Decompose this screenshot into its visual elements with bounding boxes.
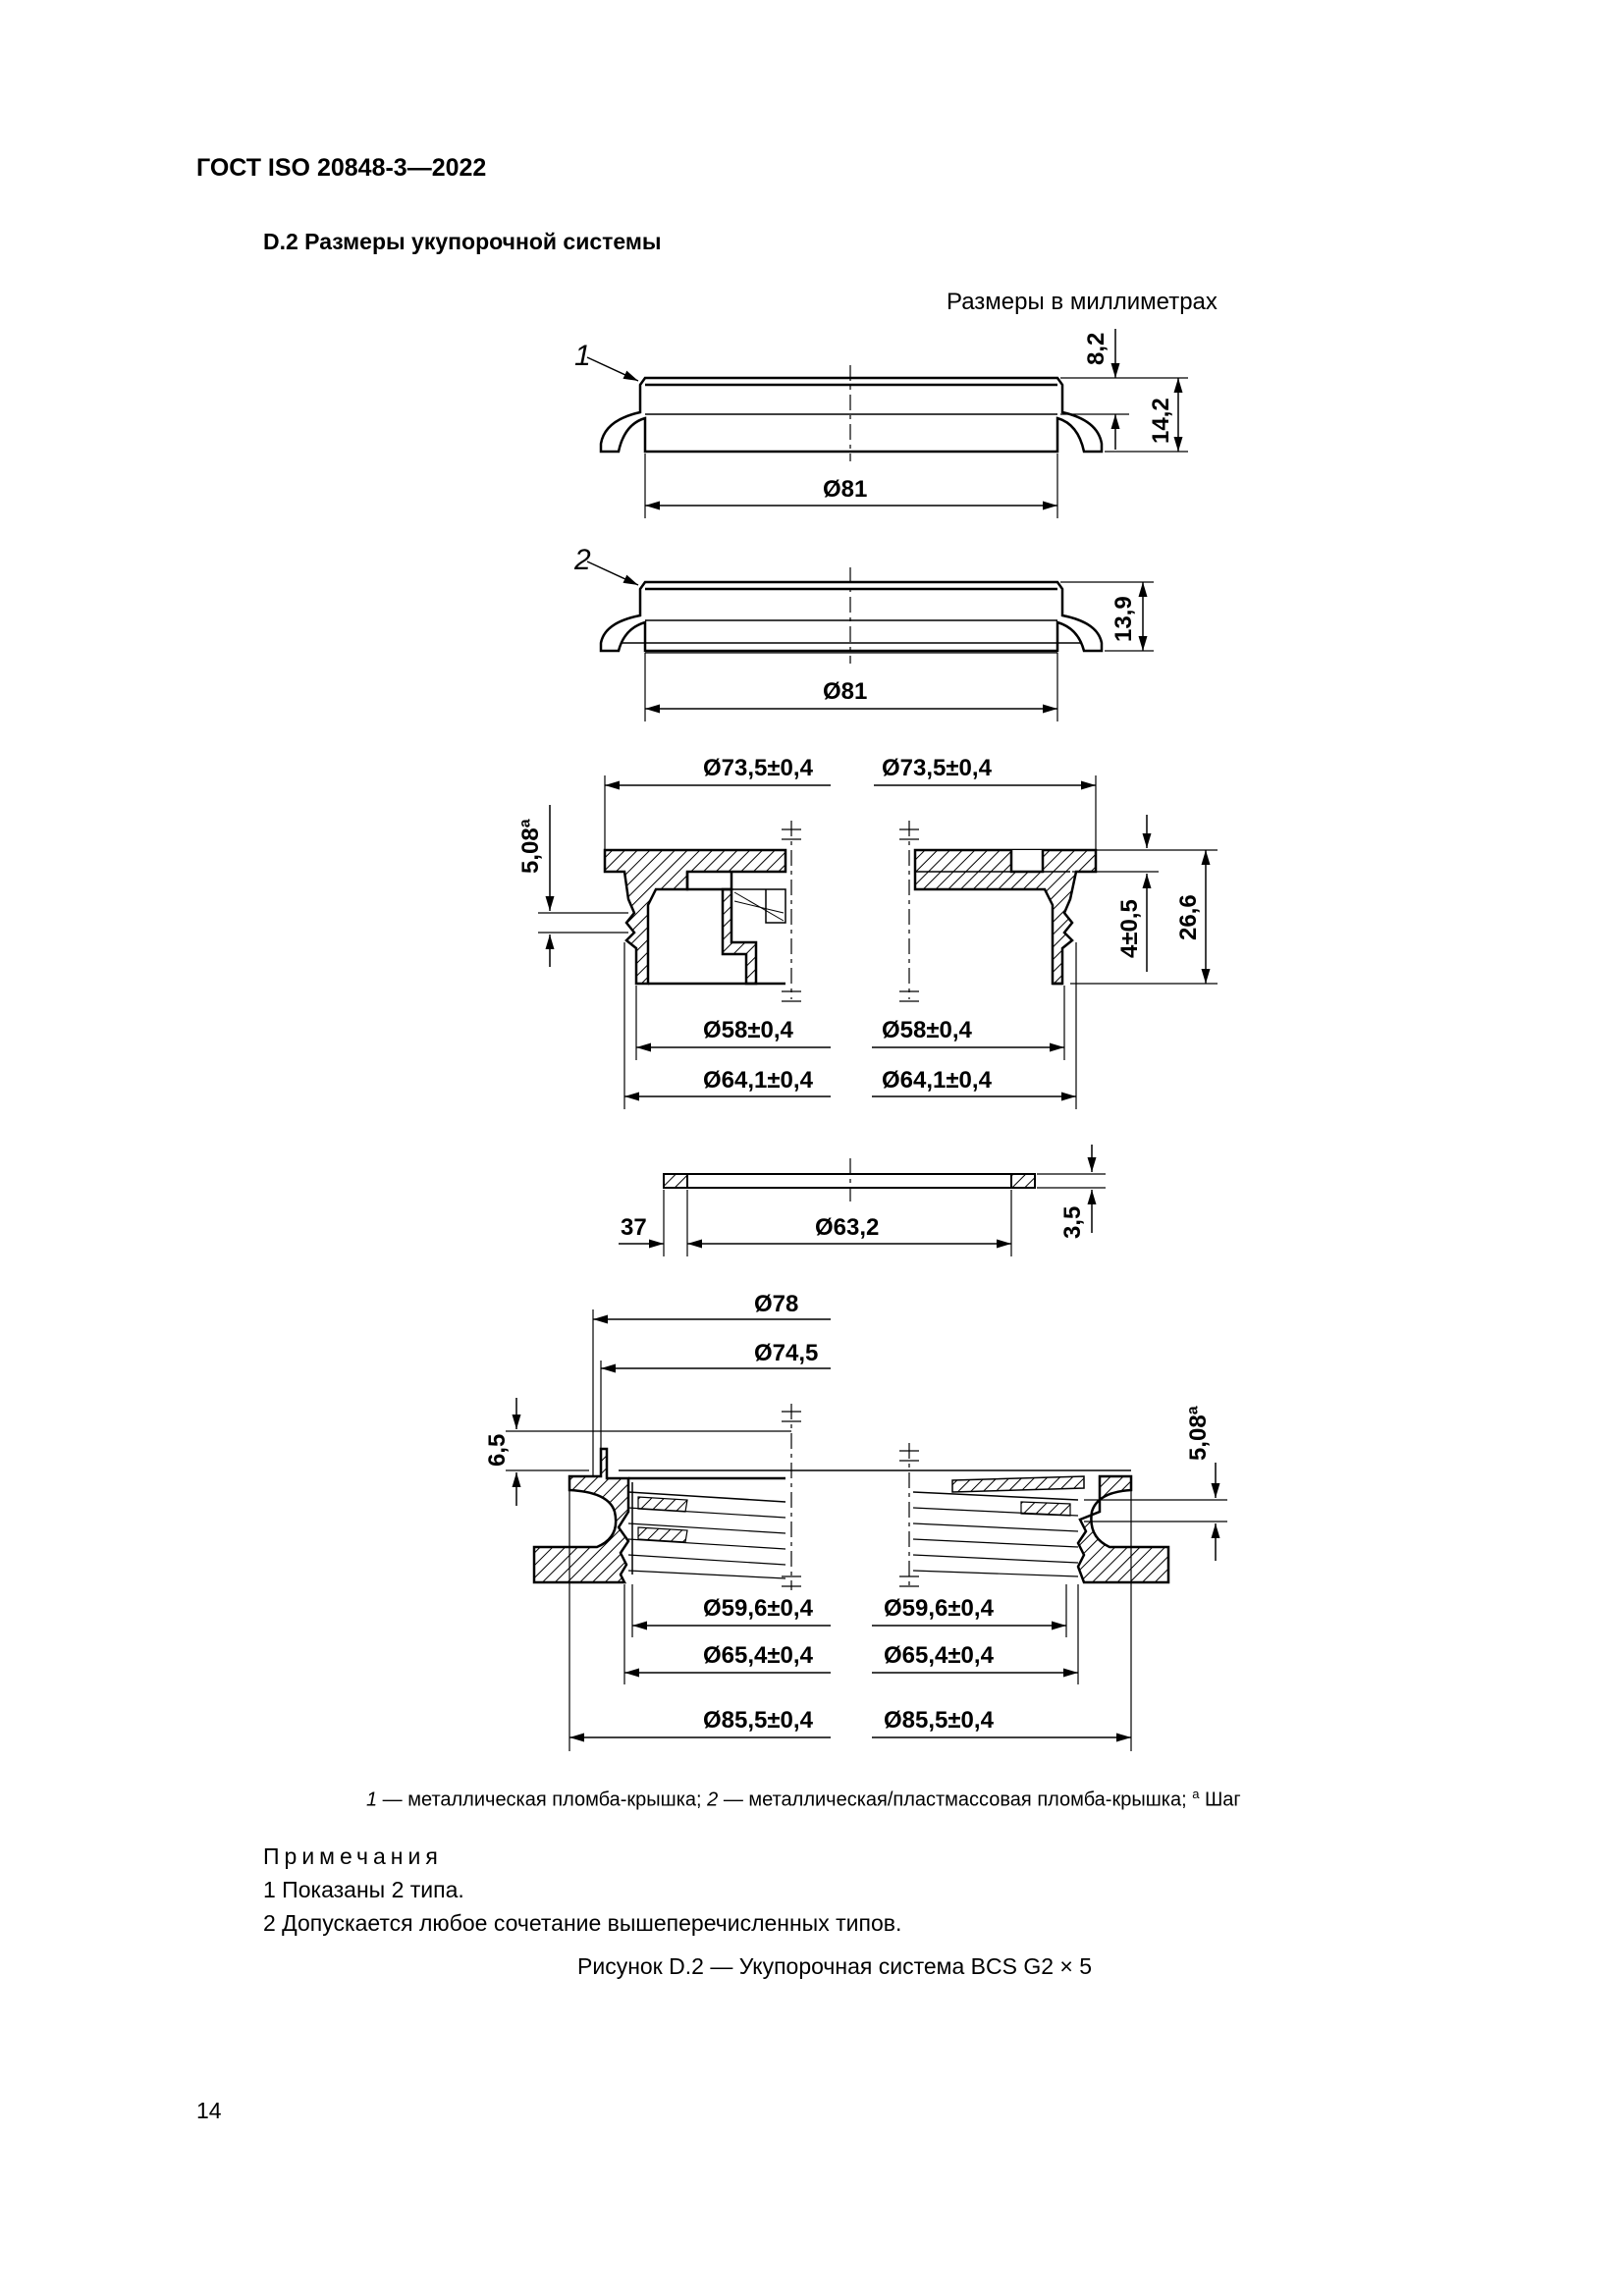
insert-dia-inner-right: Ø58±0,4 [882,1017,973,1043]
insert-pitch: 5,08ª [517,819,544,874]
insert-dia-mid-right: Ø64,1±0,4 [882,1067,993,1094]
gasket-drawing [619,1145,1106,1256]
notes-title: Примечания [263,1843,443,1869]
neck-dia-b-right: Ø65,4±0,4 [884,1642,995,1669]
callout-2: 2 [573,544,591,576]
units-note: Размеры в миллиметрах [947,289,1218,315]
neck-dia-a-left: Ø59,6±0,4 [703,1595,814,1622]
legend-text-2: — металлическая/пластмассовая пломба-кры… [718,1789,1193,1811]
cap2-total-height: 13,9 [1110,596,1137,642]
cap-insert-drawing [538,775,1218,1109]
gasket-diameter: Ø63,2 [815,1214,879,1241]
cap-1-drawing [586,329,1188,518]
gasket-width: 37 [621,1214,647,1241]
cap1-total-height: 14,2 [1148,398,1174,444]
callout-1: 1 [574,340,591,372]
neck-dia-a-right: Ø59,6±0,4 [884,1595,995,1622]
insert-height: 26,6 [1175,894,1202,940]
insert-dia-inner-left: Ø58±0,4 [703,1017,794,1043]
document-header: ГОСТ ISO 20848-3—2022 [196,154,487,182]
insert-dia-top-left: Ø73,5±0,4 [703,755,814,781]
gasket-thickness: 3,5 [1059,1206,1086,1239]
neck-dia-sub: Ø74,5 [754,1340,818,1366]
note-item: 2 Допускается любое сочетание вышеперечи… [263,1910,902,1936]
neck-height: 6,5 [484,1434,511,1467]
neck-dia-b-left: Ø65,4±0,4 [703,1642,814,1669]
legend-key-a: a [1192,1787,1200,1801]
insert-thread-height: 4±0,5 [1116,899,1143,958]
legend-text-3: Шаг [1199,1789,1241,1811]
figure-legend: 1 — металлическая пломба-крышка; 2 — мет… [366,1787,1241,1812]
insert-dia-mid-left: Ø64,1±0,4 [703,1067,814,1094]
cap1-diameter: Ø81 [823,476,867,503]
insert-dia-top-right: Ø73,5±0,4 [882,755,993,781]
legend-key-1: 1 [366,1789,378,1811]
page-number: 14 [196,2098,222,2123]
bottle-neck-drawing [506,1309,1227,1751]
figure-caption: Рисунок D.2 — Укупорочная система BCS G2… [577,1953,1093,1979]
cap1-top-height: 8,2 [1083,333,1110,365]
neck-pitch: 5,08ª [1185,1406,1212,1461]
legend-text-1: — металлическая пломба-крышка; [377,1789,708,1811]
neck-dia-c-left: Ø85,5±0,4 [703,1707,814,1734]
technical-drawing: 1 2 Ø81 8,2 14,2 Ø81 13,9 Ø73,5±0,4 Ø73,… [484,329,1227,1751]
neck-dia-c-right: Ø85,5±0,4 [884,1707,995,1734]
section-heading: D.2 Размеры укупорочной системы [263,229,662,254]
neck-dia-top: Ø78 [754,1291,798,1317]
cap-2-drawing [586,561,1154,721]
legend-key-2: 2 [707,1789,719,1811]
note-item: 1 Показаны 2 типа. [263,1877,464,1902]
cap2-diameter: Ø81 [823,678,867,705]
